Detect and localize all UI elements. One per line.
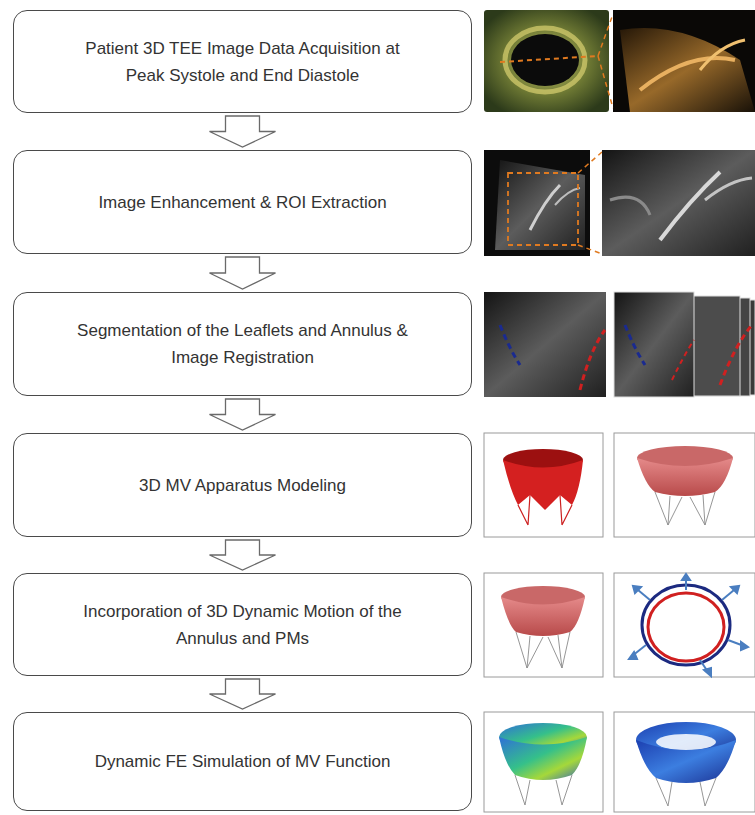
- step-label: Image Enhancement & ROI Extraction: [98, 189, 386, 216]
- flow-arrow: [210, 116, 276, 147]
- segmentation-images: [484, 292, 755, 397]
- flow-arrow: [210, 679, 276, 709]
- tee-images: [484, 10, 755, 112]
- process-box: 3D MV Apparatus Modeling: [13, 433, 472, 537]
- flow-arrow: [210, 540, 276, 570]
- step-label: Incorporation of 3D Dynamic Motion of th…: [78, 598, 408, 652]
- process-box: Patient 3D TEE Image Data Acquisition at…: [13, 10, 472, 113]
- motion-images: [484, 573, 755, 677]
- step-label: Patient 3D TEE Image Data Acquisition at…: [78, 35, 408, 89]
- fe-simulation-images: [484, 712, 755, 812]
- step-label: 3D MV Apparatus Modeling: [139, 472, 346, 499]
- process-box: Incorporation of 3D Dynamic Motion of th…: [13, 573, 472, 676]
- roi-images: [484, 150, 755, 256]
- step-label: Segmentation of the Leaflets and Annulus…: [53, 317, 433, 371]
- flow-arrow: [210, 399, 276, 430]
- process-box: Dynamic FE Simulation of MV Function: [13, 712, 472, 811]
- mv-model-images: [484, 433, 755, 537]
- process-box: Image Enhancement & ROI Extraction: [13, 150, 472, 254]
- flow-arrow: [210, 257, 276, 289]
- process-box: Segmentation of the Leaflets and Annulus…: [13, 292, 472, 396]
- step-label: Dynamic FE Simulation of MV Function: [95, 748, 391, 775]
